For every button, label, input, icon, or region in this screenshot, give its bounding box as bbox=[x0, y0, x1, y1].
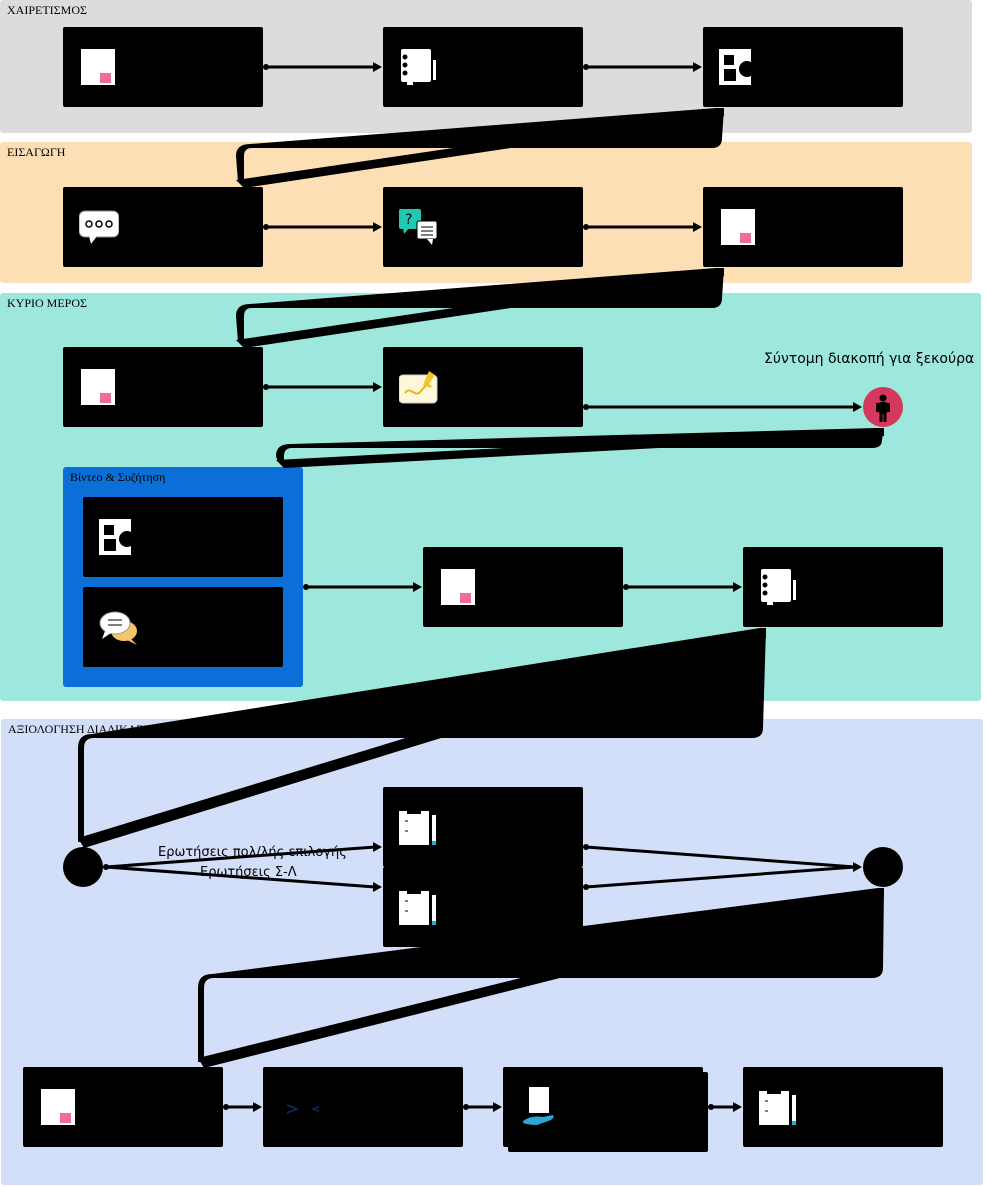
sticky-note-icon bbox=[721, 209, 755, 245]
question-chat-icon: ? bbox=[399, 209, 438, 245]
arrowhead bbox=[413, 582, 422, 592]
port-dot[interactable] bbox=[583, 64, 589, 70]
link-mc-end bbox=[585, 845, 856, 869]
sticky-note-icon bbox=[41, 1089, 75, 1125]
notebook-icon bbox=[401, 49, 436, 85]
node-discussion[interactable] bbox=[83, 587, 283, 667]
sticky-note-icon bbox=[81, 49, 115, 85]
port-dot[interactable] bbox=[623, 584, 629, 590]
node-handout[interactable] bbox=[503, 1067, 703, 1147]
code-brackets-icon bbox=[286, 1104, 319, 1114]
node-chat-bubble[interactable] bbox=[63, 187, 263, 267]
port-dot[interactable] bbox=[583, 844, 589, 850]
clipboard-pencil-icon bbox=[399, 888, 436, 925]
true-false-label: Ερωτήσεις Σ-Λ bbox=[200, 865, 297, 880]
clipboard-pencil-icon bbox=[399, 808, 436, 845]
chat-bubble-icon bbox=[79, 210, 119, 244]
port-dot[interactable] bbox=[583, 884, 589, 890]
arrowhead bbox=[373, 222, 382, 232]
node-notebook-2[interactable] bbox=[743, 547, 943, 627]
node-shapes-2[interactable] bbox=[83, 497, 283, 577]
shapes-icon bbox=[99, 519, 135, 555]
lane-main-title: ΚΥΡΙΟ ΜΕΡΟΣ bbox=[7, 296, 87, 310]
arrowhead bbox=[373, 382, 382, 392]
node-clipboard-3[interactable] bbox=[743, 1067, 943, 1147]
wedge-2 bbox=[236, 268, 724, 348]
node-sticky-2[interactable] bbox=[703, 187, 903, 267]
arrowhead bbox=[493, 1102, 502, 1112]
sticky-note-icon bbox=[441, 569, 475, 605]
port-dot[interactable] bbox=[708, 1104, 714, 1110]
start-node[interactable] bbox=[63, 847, 103, 887]
port-dot[interactable] bbox=[263, 64, 269, 70]
arrowhead bbox=[733, 1102, 742, 1112]
arrowhead bbox=[693, 62, 702, 72]
sticky-note-icon bbox=[81, 369, 115, 405]
break-label: Σύντομη διακοπή για ξεκούρα bbox=[764, 351, 975, 367]
end-node[interactable] bbox=[863, 847, 903, 887]
arrowhead bbox=[373, 842, 382, 852]
clipboard-pencil-icon bbox=[759, 1088, 796, 1125]
port-dot[interactable] bbox=[583, 224, 589, 230]
arrowhead bbox=[853, 862, 862, 872]
node-sticky-5[interactable] bbox=[23, 1067, 223, 1147]
wedge-5 bbox=[198, 888, 884, 1068]
discussion-bubbles-icon bbox=[99, 611, 137, 645]
arrowhead bbox=[693, 222, 702, 232]
wedge-1 bbox=[236, 108, 724, 188]
break-node[interactable] bbox=[863, 387, 903, 427]
lane-greeting-title: ΧΑΙΡΕΤΙΣΜΟΣ bbox=[7, 3, 87, 17]
link-start-mc bbox=[105, 845, 376, 869]
shapes-icon bbox=[719, 49, 755, 85]
wedge-3 bbox=[276, 428, 884, 468]
node-code[interactable] bbox=[263, 1067, 463, 1147]
node-question-chat[interactable]: ? bbox=[383, 187, 583, 267]
arrowhead bbox=[853, 402, 862, 412]
group-video-discussion-title: Βίντεο & Συζήτηση bbox=[70, 470, 166, 484]
multiple-choice-label: Ερωτήσεις πολ/λής επιλογής bbox=[158, 845, 347, 860]
node-sticky-1[interactable] bbox=[63, 27, 263, 107]
node-notebook-1[interactable] bbox=[383, 27, 583, 107]
arrowhead bbox=[253, 1102, 262, 1112]
link-tf-end bbox=[585, 865, 856, 889]
person-icon bbox=[876, 394, 890, 422]
port-dot[interactable] bbox=[583, 404, 589, 410]
node-shapes-1[interactable] bbox=[703, 27, 903, 107]
lane-intro-title: ΕΙΣΑΓΩΓΗ bbox=[7, 145, 66, 159]
port-dot[interactable] bbox=[463, 1104, 469, 1110]
node-clipboard-1[interactable] bbox=[383, 787, 583, 867]
port-dot[interactable] bbox=[103, 864, 109, 870]
node-drawing[interactable] bbox=[383, 347, 583, 427]
port-dot[interactable] bbox=[223, 1104, 229, 1110]
port-dot[interactable] bbox=[263, 224, 269, 230]
arrowhead bbox=[373, 62, 382, 72]
arrowhead bbox=[733, 582, 742, 592]
node-clipboard-2[interactable] bbox=[383, 867, 583, 947]
svg-text:?: ? bbox=[405, 212, 412, 228]
node-sticky-3[interactable] bbox=[63, 347, 263, 427]
node-sticky-4[interactable] bbox=[423, 547, 623, 627]
wedge-4 bbox=[78, 628, 766, 848]
port-dot[interactable] bbox=[303, 584, 309, 590]
notebook-icon bbox=[761, 569, 796, 605]
arrowhead bbox=[373, 882, 382, 892]
link-start-tf bbox=[105, 865, 376, 889]
port-dot[interactable] bbox=[263, 384, 269, 390]
hand-document-icon bbox=[523, 1087, 554, 1125]
drawing-pencil-icon bbox=[399, 371, 438, 404]
